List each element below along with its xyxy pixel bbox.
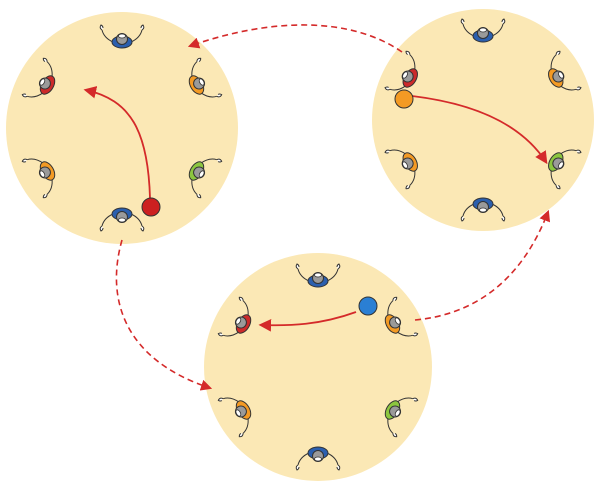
circle-bottom-blue-ball <box>358 296 378 316</box>
circle-top-left-person-lower-left <box>21 158 56 199</box>
circle-top-left-person-upper-left <box>21 57 56 98</box>
circle-bottom-person-bottom <box>295 446 341 471</box>
circle-bottom-person-top <box>295 263 341 288</box>
circle-top-right-person-upper-left <box>384 50 418 91</box>
circle-top-right-person-lower-right <box>548 149 582 190</box>
circle-top-right-person-bottom <box>460 197 506 222</box>
circle-bottom-people <box>217 263 419 471</box>
circle-top-right-person-lower-left <box>384 149 418 190</box>
dashed-arrow-bottom-to-right <box>414 209 551 321</box>
circle-top-left-person-top <box>99 24 145 49</box>
circle-bottom-person-upper-left <box>217 296 252 337</box>
circle-bottom-person-lower-left <box>217 397 252 438</box>
circle-top-left-bg <box>6 12 238 244</box>
circle-top-right-person-top <box>460 18 506 43</box>
circle-top-left-person-upper-right <box>188 57 223 98</box>
dashed-arrow-left-to-bottom <box>115 239 213 391</box>
circle-bottom-person-upper-right <box>384 296 419 337</box>
circle-top-left-red-ball <box>141 197 161 217</box>
dashed-arrow-right-to-left <box>187 24 403 53</box>
pass-arrow-bottom <box>258 311 357 332</box>
ball-layer <box>141 89 414 316</box>
circle-bottom-person-lower-right <box>384 397 419 438</box>
circle-top-right-person-upper-right <box>548 50 582 91</box>
pass-arrow-top-right <box>411 95 548 165</box>
circle-top-right-bg <box>372 9 594 231</box>
circle-top-right-people <box>384 18 582 222</box>
circle-top-left-people <box>21 24 223 232</box>
circle-top-right-orange-ball <box>394 89 414 109</box>
circle-top-left-person-bottom <box>99 207 145 232</box>
people-layer <box>21 18 582 471</box>
circle-top-left-person-lower-right <box>188 158 223 199</box>
pass-arrow-top-left <box>83 86 151 199</box>
